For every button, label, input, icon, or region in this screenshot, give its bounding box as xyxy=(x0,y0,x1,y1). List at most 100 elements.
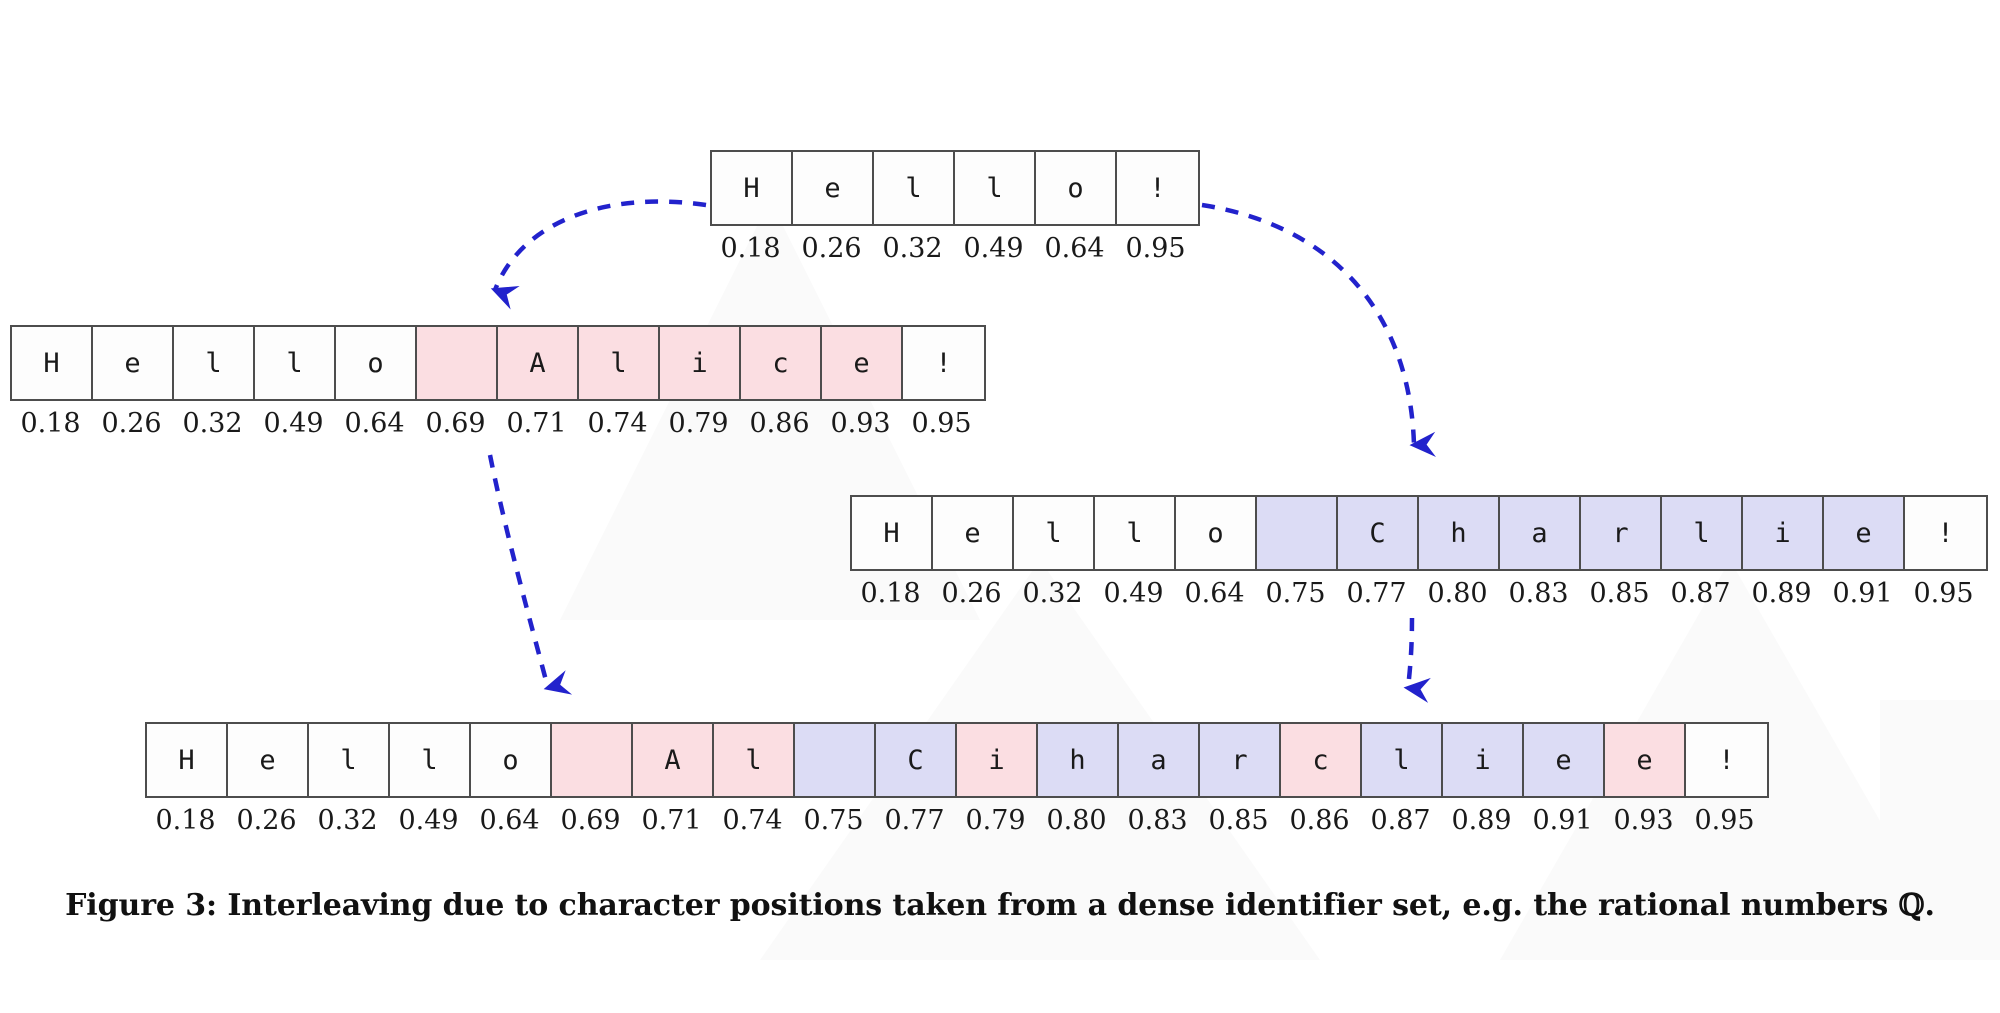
character-cell[interactable]: i xyxy=(660,327,741,399)
position-label: 0.93 xyxy=(830,408,891,439)
position-label: 0.95 xyxy=(911,408,972,439)
character-cell[interactable]: l xyxy=(1014,497,1095,569)
position-label: 0.64 xyxy=(1184,578,1245,609)
position-label: 0.49 xyxy=(1103,578,1164,609)
position-label: 0.26 xyxy=(101,408,162,439)
character-cell[interactable]: a xyxy=(1500,497,1581,569)
character-cell[interactable]: r xyxy=(1200,724,1281,796)
character-cell[interactable]: l xyxy=(390,724,471,796)
character-cell[interactable]: H xyxy=(147,724,228,796)
position-label: 0.74 xyxy=(722,805,783,836)
character-cell[interactable]: o xyxy=(1176,497,1257,569)
position-label: 0.77 xyxy=(884,805,945,836)
position-label: 0.85 xyxy=(1208,805,1269,836)
character-cell[interactable]: c xyxy=(741,327,822,399)
character-cell[interactable] xyxy=(417,327,498,399)
character-cell[interactable]: a xyxy=(1119,724,1200,796)
character-cell[interactable]: h xyxy=(1419,497,1500,569)
character-cell[interactable]: l xyxy=(1362,724,1443,796)
character-cell[interactable]: A xyxy=(498,327,579,399)
position-label: 0.80 xyxy=(1046,805,1107,836)
character-cell[interactable]: l xyxy=(714,724,795,796)
position-label: 0.86 xyxy=(749,408,810,439)
position-label: 0.87 xyxy=(1370,805,1431,836)
character-cell[interactable]: l xyxy=(1662,497,1743,569)
position-label: 0.71 xyxy=(506,408,567,439)
position-label: 0.75 xyxy=(1265,578,1326,609)
character-cell[interactable]: e xyxy=(793,152,874,224)
position-label: 0.91 xyxy=(1832,578,1893,609)
character-cell[interactable]: l xyxy=(955,152,1036,224)
position-label: 0.64 xyxy=(344,408,405,439)
character-cell[interactable]: l xyxy=(255,327,336,399)
position-label: 0.64 xyxy=(1044,233,1105,264)
character-cell[interactable]: e xyxy=(228,724,309,796)
character-cell[interactable]: o xyxy=(471,724,552,796)
character-cell[interactable]: i xyxy=(957,724,1038,796)
position-label: 0.69 xyxy=(560,805,621,836)
position-label: 0.79 xyxy=(668,408,729,439)
position-label: 0.95 xyxy=(1125,233,1186,264)
character-cell[interactable]: c xyxy=(1281,724,1362,796)
position-label: 0.74 xyxy=(587,408,648,439)
character-cell[interactable]: l xyxy=(874,152,955,224)
character-cell[interactable]: e xyxy=(1824,497,1905,569)
arrow-original-to-charlie xyxy=(1201,202,1436,457)
character-cell[interactable]: ! xyxy=(903,327,984,399)
character-cell[interactable]: e xyxy=(1524,724,1605,796)
character-cell[interactable]: C xyxy=(876,724,957,796)
character-cell[interactable]: e xyxy=(1605,724,1686,796)
position-label: 0.89 xyxy=(1751,578,1812,609)
character-cell[interactable]: H xyxy=(12,327,93,399)
character-cell[interactable]: o xyxy=(1036,152,1117,224)
position-label: 0.77 xyxy=(1346,578,1407,609)
character-cell[interactable]: i xyxy=(1443,724,1524,796)
character-cell[interactable]: H xyxy=(852,497,933,569)
position-label: 0.26 xyxy=(236,805,297,836)
character-cell[interactable]: o xyxy=(336,327,417,399)
character-cell[interactable]: ! xyxy=(1117,152,1198,224)
position-label: 0.69 xyxy=(425,408,486,439)
position-label: 0.91 xyxy=(1532,805,1593,836)
character-cell[interactable]: ! xyxy=(1686,724,1767,796)
character-cell[interactable]: r xyxy=(1581,497,1662,569)
position-label: 0.95 xyxy=(1694,805,1755,836)
position-label: 0.89 xyxy=(1451,805,1512,836)
character-cell[interactable]: e xyxy=(933,497,1014,569)
character-cell[interactable]: H xyxy=(712,152,793,224)
position-label: 0.64 xyxy=(479,805,540,836)
position-label: 0.75 xyxy=(803,805,864,836)
position-label: 0.79 xyxy=(965,805,1026,836)
character-cell[interactable] xyxy=(1257,497,1338,569)
position-label: 0.93 xyxy=(1613,805,1674,836)
position-label: 0.32 xyxy=(1022,578,1083,609)
position-label: 0.32 xyxy=(317,805,378,836)
character-cell[interactable]: i xyxy=(1743,497,1824,569)
character-cell[interactable]: C xyxy=(1338,497,1419,569)
character-cell[interactable]: l xyxy=(309,724,390,796)
arrow-original-to-alice xyxy=(490,199,707,310)
character-cell[interactable] xyxy=(552,724,633,796)
character-cell[interactable] xyxy=(795,724,876,796)
character-cell[interactable]: l xyxy=(579,327,660,399)
character-cell[interactable]: e xyxy=(93,327,174,399)
character-cell[interactable]: l xyxy=(1095,497,1176,569)
position-label: 0.32 xyxy=(182,408,243,439)
position-label: 0.71 xyxy=(641,805,702,836)
character-cell[interactable]: h xyxy=(1038,724,1119,796)
position-label: 0.49 xyxy=(398,805,459,836)
character-cell[interactable]: e xyxy=(822,327,903,399)
position-label: 0.18 xyxy=(720,233,781,264)
position-label: 0.49 xyxy=(963,233,1024,264)
character-cell[interactable]: ! xyxy=(1905,497,1986,569)
character-cell[interactable]: A xyxy=(633,724,714,796)
character-cell[interactable]: l xyxy=(174,327,255,399)
position-label: 0.49 xyxy=(263,408,324,439)
